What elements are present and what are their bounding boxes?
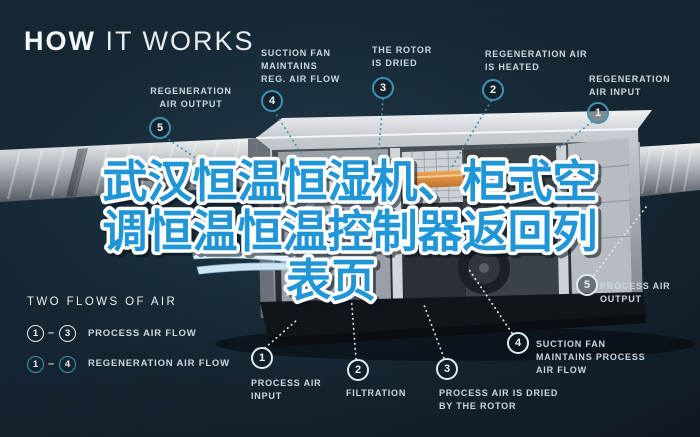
callout-rotor-dried: THE ROTOR IS DRIED — [372, 45, 433, 68]
legend-process-dash: – — [48, 327, 55, 339]
legend-regeneration-label: REGENERATION AIR FLOW — [88, 358, 230, 369]
legend-process-label: PROCESS AIR FLOW — [88, 328, 197, 339]
callout-suction-fan-process: SUCTION FAN MAINTAINS PROCESS AIR FLOW — [536, 339, 646, 375]
callout-regeneration-air-output: REGENERATION AIR OUTPUT — [150, 86, 232, 109]
regeneration-leader-lines — [164, 98, 593, 168]
callout-suction-fan-reg: SUCTION FAN MAINTAINS REG. AIR FLOW — [261, 48, 341, 84]
step-badge-process-1: 1 — [251, 347, 273, 369]
step-badge-process-4: 4 — [507, 332, 529, 354]
step-badge-process-3: 3 — [436, 358, 458, 380]
step-badge-regen-2: 2 — [482, 79, 504, 101]
callout-process-air-input: PROCESS AIR INPUT — [251, 378, 322, 401]
overlay-line-2[interactable]: 调恒温恒温控制器返回列 — [99, 203, 601, 261]
title-light: IT WORKS — [95, 26, 255, 56]
page-title: HOW IT WORKS — [24, 26, 255, 57]
callout-regeneration-air-input: REGENERATION AIR INPUT — [589, 74, 671, 97]
overlay-line-3-back-link[interactable]: 表页 — [282, 252, 379, 310]
title-bold: HOW — [24, 26, 96, 56]
step-badge-regen-5: 5 — [149, 117, 171, 139]
legend-process-to-badge: 3 — [59, 325, 76, 342]
legend-regeneration-to-badge: 4 — [59, 356, 76, 373]
left-duct — [0, 138, 258, 202]
legend-title: TWO FLOWS OF AIR — [27, 296, 178, 308]
airflow-arrows — [191, 250, 290, 275]
step-badge-regen-1: 1 — [587, 102, 609, 124]
callout-regeneration-air-heated: REGENERATION AIR IS HEATED — [485, 49, 588, 72]
overlay-line-1[interactable]: 武汉恒温恒湿机、柜式空 — [99, 153, 601, 211]
step-badge-process-2: 2 — [347, 359, 369, 381]
legend-regeneration-dash: – — [48, 358, 55, 370]
callout-process-air-dried: PROCESS AIR IS DRIED BY THE ROTOR — [439, 388, 559, 411]
step-badge-regen-4: 4 — [261, 90, 283, 112]
step-badge-process-5: 5 — [576, 274, 598, 296]
process-leader-lines — [264, 206, 647, 360]
step-badge-regen-3: 3 — [372, 77, 394, 99]
callout-process-air-output: PROCESS AIR OUTPUT — [600, 281, 671, 304]
machine-cabinet — [255, 110, 652, 347]
callout-filtration: FILTRATION — [346, 388, 407, 398]
legend-regeneration-from-badge: 1 — [27, 356, 44, 373]
legend-process-from-badge: 1 — [27, 325, 44, 342]
